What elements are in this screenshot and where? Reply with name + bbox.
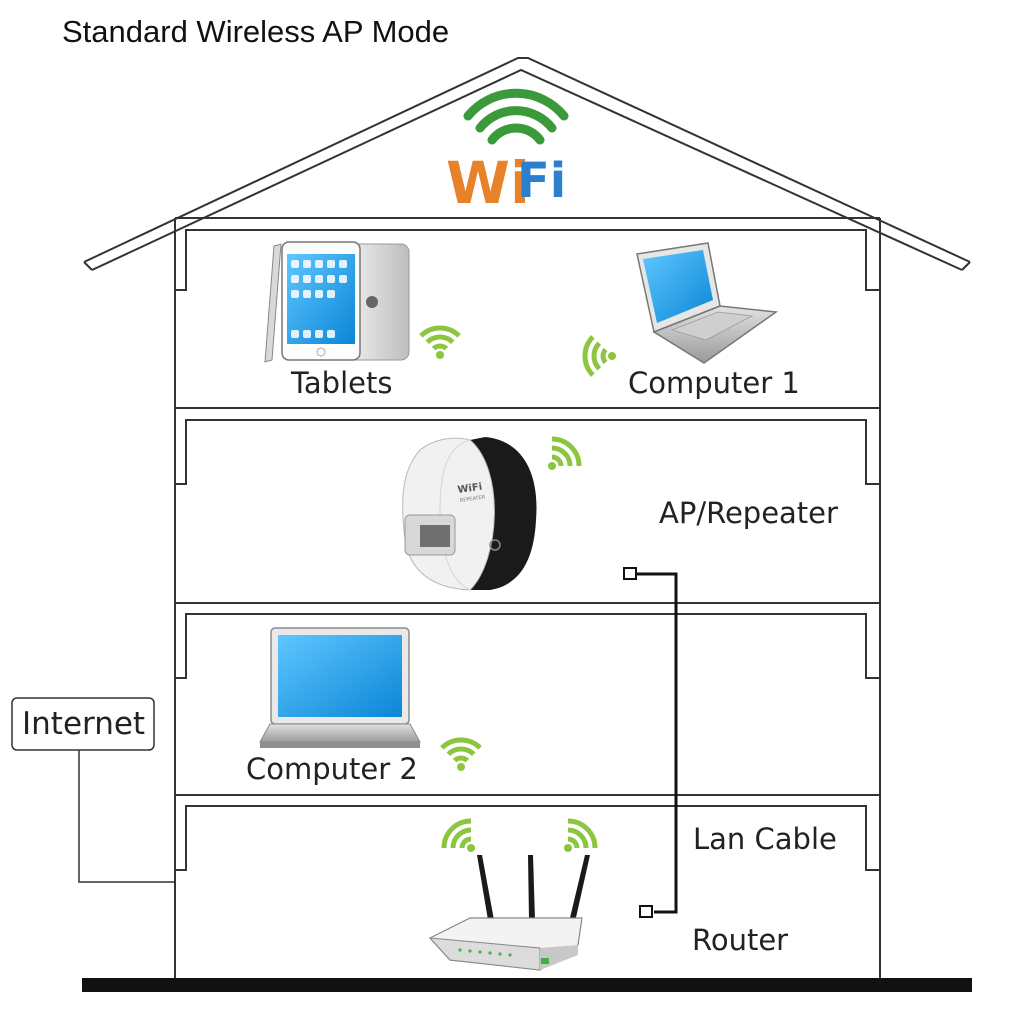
label-computer-2: Computer 2 [246,752,418,786]
lan-port-upper [623,567,637,580]
internet-box: Internet [11,697,155,751]
lan-cable [634,572,678,914]
diagram-title: Standard Wireless AP Mode [62,14,449,49]
repeater-brand-text: WiFi [457,482,483,496]
wifi-signal-icon [582,335,616,377]
label-internet: Internet [22,706,145,742]
ap-repeater-image: WiFi REPEATER [402,437,537,591]
tablets-image [264,241,410,363]
house-roof [83,57,971,271]
label-router: Router [692,923,788,957]
logo-text-fi: Fi [517,153,566,209]
repeater-sub-text: REPEATER [459,494,486,504]
ground-line [82,978,972,992]
computer1-laptop-image [636,242,779,364]
wifi-signal-icon [564,818,598,852]
router-image [428,855,590,971]
wifi-signal-icon [419,325,461,359]
wifi-logo-icon: Wi Fi [446,88,569,217]
house-walls [174,217,881,978]
house-floors [175,229,880,871]
label-ap-repeater: AP/Repeater [659,496,838,530]
label-tablets: Tablets [290,366,392,400]
label-lan-cable: Lan Cable [693,822,837,856]
lan-port-lower [639,905,653,918]
label-computer-1: Computer 1 [628,366,800,400]
wifi-signal-icon [548,436,582,470]
internet-line [78,750,175,883]
wifi-signal-icon [440,737,482,771]
logo-text-wi: Wi [446,149,530,217]
computer2-laptop-image [259,627,421,748]
wifi-signal-icon [441,818,475,852]
